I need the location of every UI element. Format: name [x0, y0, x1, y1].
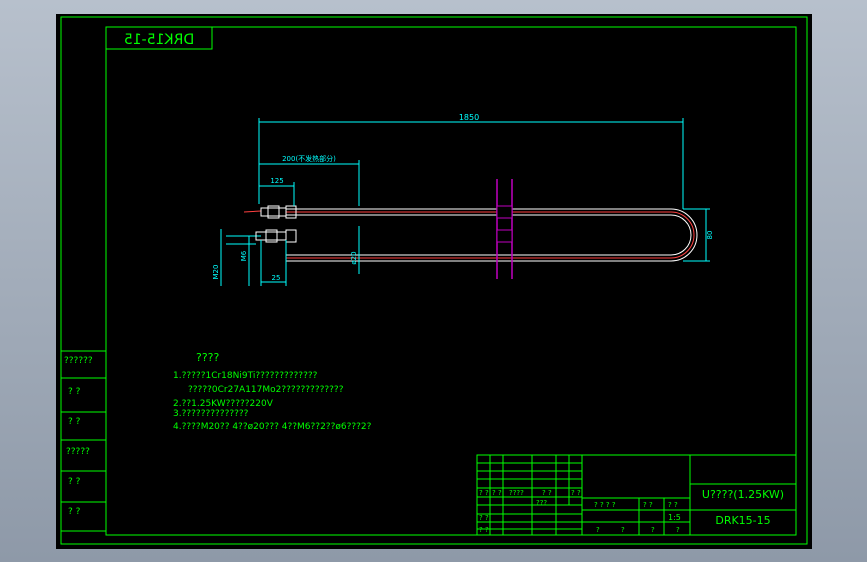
title-cell: ? ?: [571, 489, 581, 497]
left-strip-cell: ? ?: [68, 477, 81, 487]
title-cell: ?: [621, 526, 625, 534]
left-strip-cell: ? ?: [68, 417, 81, 427]
notes-heading: ????: [196, 351, 220, 364]
title-cell: ? ?: [643, 501, 653, 509]
cad-drawing: DRK15-15 ?????? ? ? ? ? ????? ? ? ? ?: [60, 16, 808, 545]
left-strip-cell: ??????: [64, 356, 93, 366]
u-heating-tube: [286, 208, 698, 262]
title-cell: ? ?: [479, 526, 489, 534]
dim-thread-m6: M6: [240, 250, 248, 261]
dim-overall-length: 1850: [459, 113, 479, 122]
title-cell: ? ?: [542, 489, 552, 497]
drawing-code-box: DRK15-15: [105, 26, 213, 50]
dim-thread-m20: M20: [212, 265, 220, 280]
title-cell: ?: [676, 526, 680, 534]
drawing-number: DRK15-15: [715, 514, 770, 527]
title-cell: ? ? ? ?: [594, 501, 616, 509]
title-block-text: ? ? ? ? ???? ? ? ? ? ? ? ? ? ??? ? ? ? ?…: [479, 488, 784, 534]
end-fittings: [226, 205, 297, 243]
title-cell: ? ?: [668, 501, 678, 509]
left-strip-cell: ?????: [66, 447, 90, 457]
title-cell: ???: [536, 499, 547, 507]
scale-label: 1:5: [668, 513, 681, 522]
title-cell: ?: [651, 526, 655, 534]
title-cell: ? ?: [479, 489, 489, 497]
dim-cold-end-length: 200(不发热部分): [282, 154, 336, 163]
left-strip-table: ?????? ? ? ? ? ????? ? ? ? ?: [61, 350, 106, 532]
title-cell: ? ?: [479, 514, 489, 522]
note-line: 1.?????1Cr18Ni9Ti?????????????: [173, 371, 318, 381]
inner-frame: [105, 26, 797, 536]
note-line: 2.??1.25KW?????220V: [173, 399, 274, 409]
left-strip-cell: ? ?: [68, 507, 81, 517]
dim-tube-dia: ø20: [350, 251, 358, 264]
title-cell: ????: [509, 489, 524, 497]
title-cell: ?: [596, 526, 600, 534]
drawing-title: U????(1.25KW): [702, 488, 784, 501]
technical-notes: ???? 1.?????1Cr18Ni9Ti????????????? ????…: [173, 351, 372, 432]
dim-u-width: 80: [706, 231, 714, 240]
drawing-viewport[interactable]: DRK15-15 ?????? ? ? ? ? ????? ? ? ? ?: [56, 14, 812, 549]
title-cell: ? ?: [492, 489, 502, 497]
dimensions: [220, 118, 710, 286]
title-block: [476, 454, 797, 536]
note-line: 3.??????????????: [173, 409, 249, 419]
note-line: ?????0Cr27A117Mo2?????????????: [188, 385, 344, 395]
mounting-flange: [496, 179, 513, 279]
dim-nut-length: 25: [272, 274, 281, 282]
outer-frame: [60, 16, 808, 545]
dimension-labels: 1850 200(不发热部分) 125 80 M20 M6 ø20 25: [212, 113, 714, 282]
left-strip-cell: ? ?: [68, 387, 81, 397]
dim-fitting-length: 125: [270, 177, 283, 185]
drawing-code-mirrored: DRK15-15: [124, 32, 194, 48]
note-line: 4.????M20?? 4??ø20??? 4??M6??2??ø6???2?: [173, 422, 372, 432]
